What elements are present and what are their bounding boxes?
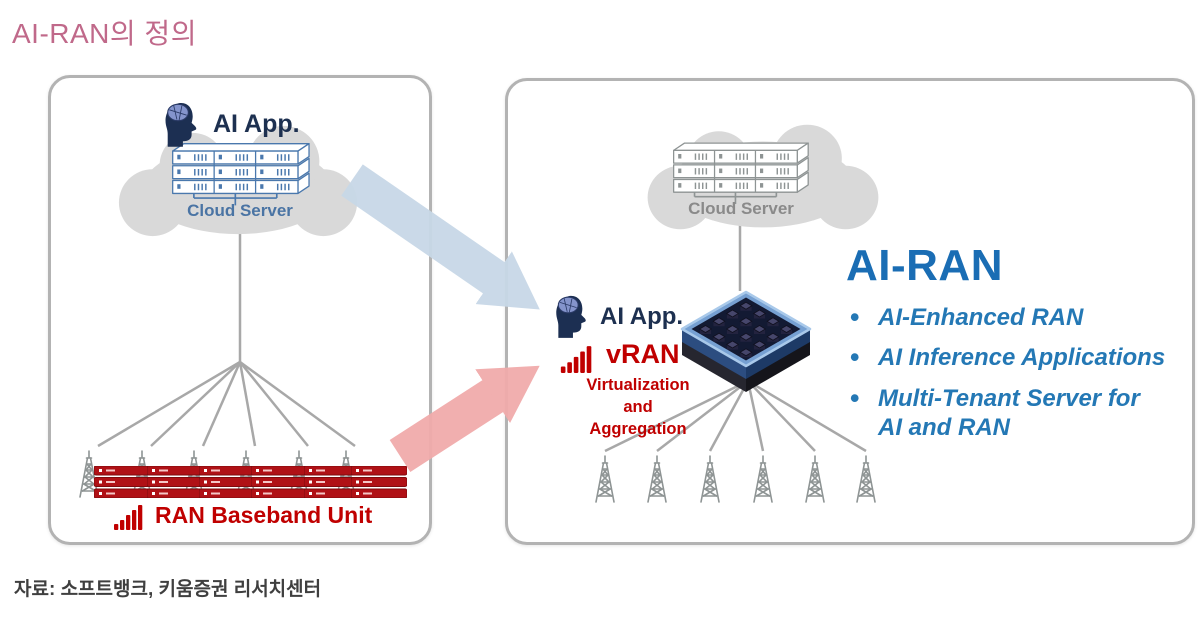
- signal-bars-icon: [113, 504, 145, 530]
- cell-tower-row: [595, 455, 876, 503]
- cloud-server-label: Cloud Server: [187, 201, 293, 220]
- baseband-server-icon: [251, 466, 307, 498]
- baseband-server-icon: [147, 466, 203, 498]
- ai-head-icon: [161, 100, 207, 150]
- baseband-server-icon: [94, 466, 150, 498]
- cell-tower-icon: [700, 455, 720, 503]
- airan-bullet: AI-Enhanced RAN: [846, 301, 1166, 334]
- ai-app-label: AI App.: [600, 303, 684, 330]
- ran-baseband-label: RAN Baseband Unit: [155, 502, 373, 528]
- ai-app-label: AI App.: [213, 110, 300, 138]
- cell-tower-icon: [595, 455, 615, 503]
- connection-lines: [97, 216, 356, 448]
- cloud-server-label: Cloud Server: [688, 199, 794, 218]
- airan-bullet: AI Inference Applications: [846, 341, 1166, 374]
- cell-tower-icon: [856, 455, 876, 503]
- vran-sublabel: Virtualization and Aggregation: [543, 374, 733, 440]
- gpu-server-stack-icon: [680, 290, 812, 392]
- cell-tower-icon: [647, 455, 667, 503]
- baseband-server-icon: [199, 466, 255, 498]
- airan-text-block: AI-RAN AI-Enhanced RAN AI Inference Appl…: [846, 241, 1176, 453]
- cell-tower-icon: [753, 455, 773, 503]
- vran-sub-line3: Aggregation: [589, 420, 687, 438]
- source-caption: 자료: 소프트뱅크, 키움증권 리서치센터: [14, 579, 322, 600]
- airan-bullet: Multi-Tenant Server for AI and RAN: [846, 382, 1166, 443]
- ai-ran-panel: Cloud Server AI App. vRAN Virtualization…: [505, 78, 1195, 545]
- cell-tower-icon: [805, 455, 825, 503]
- left-panel-diagram: [79, 216, 407, 498]
- traditional-ran-panel: AI App. Cloud Server RAN Baseband Unit: [48, 75, 432, 545]
- baseband-server-icon: [351, 466, 407, 498]
- cloud-server-rack-icon: [169, 140, 321, 210]
- signal-bars-icon: [558, 345, 596, 373]
- gpu-chips: [698, 301, 794, 358]
- vran-label: vRAN: [606, 339, 680, 369]
- airan-heading: AI-RAN: [846, 241, 1003, 290]
- ai-head-icon: [552, 293, 596, 341]
- vran-sub-line1: Virtualization: [586, 376, 690, 394]
- page-title: AI-RAN의 정의: [12, 18, 197, 49]
- baseband-unit-row: [94, 466, 407, 498]
- vran-sub-line2: and: [623, 398, 653, 416]
- airan-bullet-list: AI-Enhanced RAN AI Inference Application…: [846, 301, 1166, 443]
